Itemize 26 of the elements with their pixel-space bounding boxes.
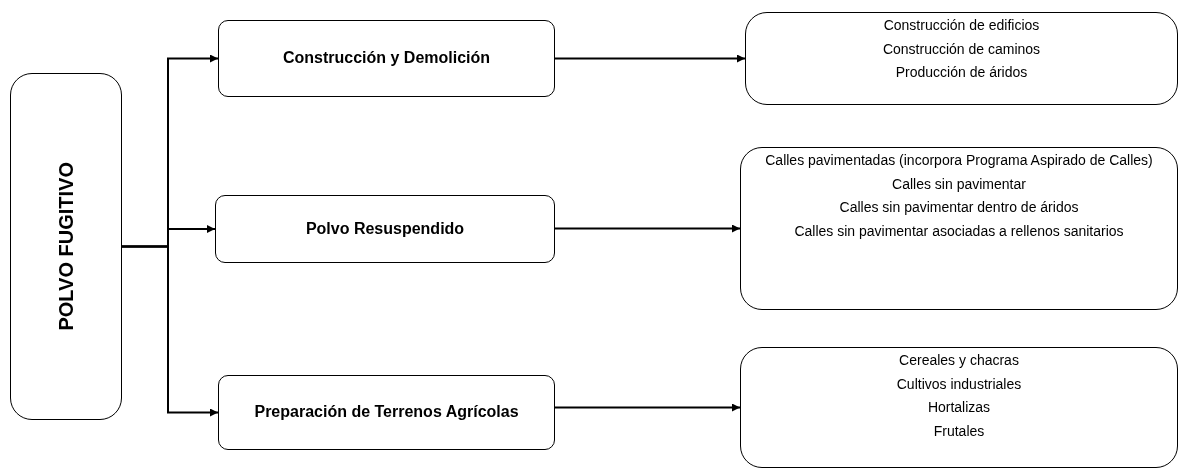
list-box xyxy=(740,147,1178,310)
list-item: Cereales y chacras xyxy=(899,352,1019,370)
list-item: Producción de áridos xyxy=(895,64,1028,82)
list-item: Calles pavimentadas (incorpora Programa Aspirado de Calles) xyxy=(765,152,1153,170)
list-item: Hortalizas xyxy=(927,399,991,417)
arrow xyxy=(554,224,741,233)
list-item: Cultivos industriales xyxy=(896,375,1022,393)
category-box xyxy=(218,375,555,450)
box-label: Construcción y Demolición xyxy=(282,48,491,69)
list-item: Calles sin pavimentar xyxy=(892,175,1026,193)
list-box xyxy=(740,347,1178,468)
arrow xyxy=(554,403,741,412)
box-label: Polvo Resuspendido xyxy=(305,218,465,239)
root-box xyxy=(10,73,122,420)
category-box xyxy=(215,195,555,263)
category-box xyxy=(218,20,555,97)
list-item: Construcción de edificios xyxy=(883,17,1040,35)
list-item: Construcción de caminos xyxy=(882,40,1041,58)
list-box xyxy=(745,12,1178,105)
box-label: POLVO FUGITIVO xyxy=(54,162,78,331)
list-item: Calles sin pavimentar asociadas a rellenos sanitarios xyxy=(794,222,1124,240)
list-item: Frutales xyxy=(933,422,985,440)
box-label: Preparación de Terrenos Agrícolas xyxy=(254,402,519,423)
arrow xyxy=(554,54,746,63)
list-item: Calles sin pavimentar dentro de áridos xyxy=(839,199,1079,217)
arrow xyxy=(121,245,219,417)
